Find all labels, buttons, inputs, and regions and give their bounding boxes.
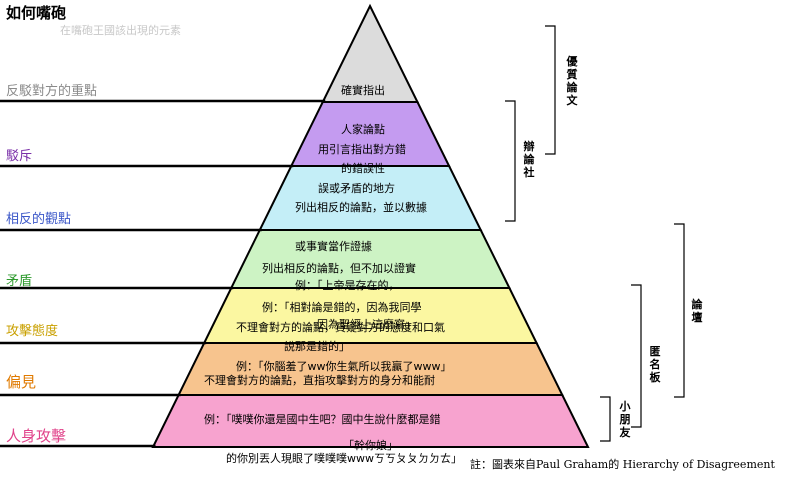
tier-text-line: 例：「噗噗你還是國中生吧？國中生說什麼都是錯: [204, 413, 441, 426]
tier-text-line: 「幹你娘」: [343, 439, 398, 452]
tier-text-line: 例：「上帝是存在的，: [295, 279, 400, 292]
tier-text-line: 誤或矛盾的地方: [318, 182, 395, 195]
tier-text-line: 用引言指出對方錯: [318, 143, 406, 156]
bracket-label-forum: 論壇: [691, 298, 703, 324]
tier-text-line: 列出相反的論點，但不加以證實: [262, 262, 416, 275]
tier-text-line: 不理會對方的論點，直指攻擊對方的身分和能耐: [204, 374, 435, 387]
tier-text-line: 例：「你腦羞了ww你生氣所以我贏了www」: [236, 360, 452, 373]
bracket-quality-papers: [545, 25, 556, 155]
bracket-anonymous-board: [631, 284, 642, 428]
bracket-label-debate-club: 辯論社: [523, 140, 535, 179]
tier-text-line: 確實指出: [341, 84, 385, 97]
tier-text-refutation: 用引言指出對方錯 誤或矛盾的地方: [318, 117, 406, 208]
bracket-label-kids: 小朋友: [619, 400, 631, 439]
tier-text-line: 的你別丟人現眼了噗噗噗wwwㄎㄎㄆㄆㄉㄉㄊ」: [204, 452, 462, 465]
bracket-kids: [600, 396, 611, 442]
tier-text-line: 的錯誤性: [341, 162, 385, 175]
bracket-forum: [674, 223, 685, 398]
source-footnote: 註：圖表來自Paul Graham的 Hierarchy of Disagree…: [470, 458, 775, 471]
tier-text-line: 例：「相對論是錯的，因為我同學: [262, 301, 422, 314]
tier-text-ad-hominem: 不理會對方的論點，直指攻擊對方的身分和能耐 例：「噗噗你還是國中生吧？國中生說什…: [204, 348, 462, 478]
pyramid-tier: [151, 394, 590, 448]
tier-text-contradiction: 列出相反的論點，但不加以證實 例：「相對論是錯的，因為我同學 說那是錯的」: [262, 236, 422, 366]
tier-label-counterargument: 相反的觀點: [6, 212, 72, 227]
tier-label-contradiction: 矛盾: [6, 274, 33, 289]
tier-text-line: 不理會對方的論點，質疑對方的態度和口氣: [236, 321, 445, 334]
tier-text-counterargument: 列出相反的論點，並以數據 或事實當作證據 例：「上帝是存在的， 因為聖經上這麼寫…: [295, 175, 427, 344]
page-subtitle: 在嘴砲王國該出現的元素: [60, 24, 181, 37]
tier-label-refutation: 駁斥: [6, 149, 33, 164]
bracket-label-anonymous-board: 匿名板: [649, 345, 661, 384]
page-title: 如何嘴砲: [6, 4, 67, 22]
tier-label-responding-to-tone: 攻擊態度: [6, 324, 59, 339]
tier-text-line: 說那是錯的」: [262, 340, 350, 353]
bracket-debate-club: [505, 100, 516, 222]
tier-text-line: 因為聖經上這麼寫」: [295, 318, 416, 331]
tier-text-responding-to-tone: 不理會對方的論點，質疑對方的態度和口氣 例：「你腦羞了ww你生氣所以我贏了www…: [236, 295, 451, 386]
tier-label-refute-central-point: 反駁對方的重點: [6, 84, 98, 99]
tier-text-name-calling: 「幹你娘」: [343, 413, 398, 465]
tier-label-ad-hominem: 偏見: [6, 373, 37, 391]
tier-text-line: 列出相反的論點，並以數據: [295, 201, 427, 214]
tier-text-refute-central-point: 確實指出 人家論點 的錯誤性: [341, 58, 385, 188]
tier-label-name-calling: 人身攻擊: [6, 427, 67, 445]
tier-text-line: 或事實當作證據: [295, 240, 372, 253]
bracket-label-quality-papers: 優質論文: [566, 55, 578, 107]
tier-text-line: 人家論點: [341, 123, 385, 136]
